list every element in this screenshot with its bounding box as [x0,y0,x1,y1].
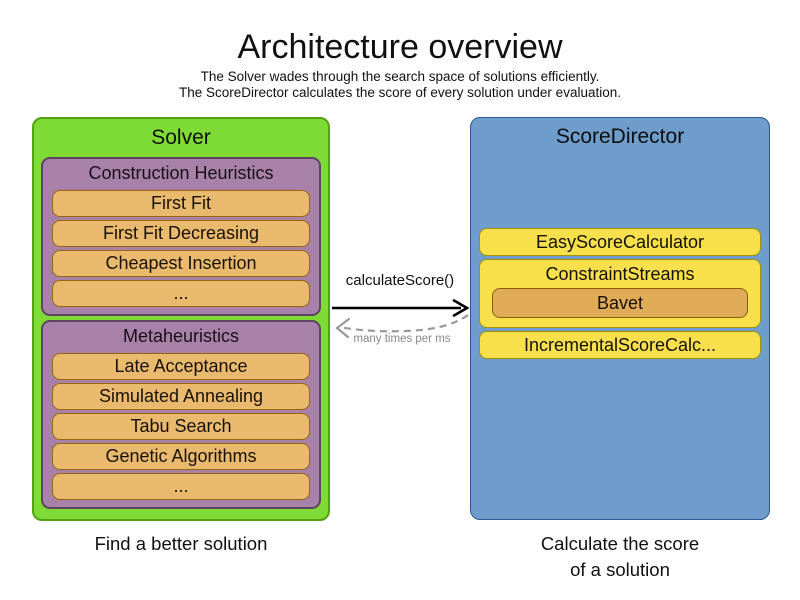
metaheuristics-item: Late Acceptance [52,353,310,380]
bavet-item: Bavet [492,288,748,318]
incremental-score-calculator-item: IncrementalScoreCalc... [479,331,761,359]
subtitle-line-1: The Solver wades through the search spac… [200,69,600,84]
construction-heuristics-group: Construction Heuristics First Fit First … [41,157,321,316]
score-calculator-list: EasyScoreCalculator ConstraintStreams Ba… [479,228,761,359]
solver-box-title: Solver [151,126,211,149]
construction-heuristics-item: First Fit Decreasing [52,220,310,247]
construction-heuristics-item: First Fit [52,190,310,217]
metaheuristics-item: Simulated Annealing [52,383,310,410]
score-director-caption-line-1: Calculate the score [540,533,700,554]
metaheuristics-item: Tabu Search [52,413,310,440]
construction-heuristics-item: ... [52,280,310,307]
subtitle-line-2: The ScoreDirector calculates the score o… [179,85,621,100]
metaheuristics-item: Genetic Algorithms [52,443,310,470]
solver-caption: Find a better solution [94,533,268,554]
constraint-streams-title: ConstraintStreams [545,263,695,284]
score-director-caption: Calculate the score of a solution [470,531,770,583]
solver-box: Solver Construction Heuristics First Fit… [32,117,330,521]
return-arrow-line [341,314,469,333]
metaheuristics-title: Metaheuristics [122,325,240,346]
construction-heuristics-title: Construction Heuristics [88,162,274,183]
score-director-box: ScoreDirector EasyScoreCalculator Constr… [470,117,770,520]
calculate-score-label: calculateScore() [345,272,455,289]
easy-score-calculator-item: EasyScoreCalculator [479,228,761,256]
metaheuristics-group: Metaheuristics Late Acceptance Simulated… [41,320,321,509]
score-director-box-title: ScoreDirector [555,125,685,148]
score-director-caption-line-2: of a solution [570,559,670,580]
call-arrow-head-icon [452,299,470,317]
constraint-streams-group: ConstraintStreams Bavet [479,259,761,328]
page-title: Architecture overview [237,28,563,66]
many-times-label: many times per ms [353,333,451,345]
metaheuristics-item: ... [52,473,310,500]
construction-heuristics-item: Cheapest Insertion [52,250,310,277]
